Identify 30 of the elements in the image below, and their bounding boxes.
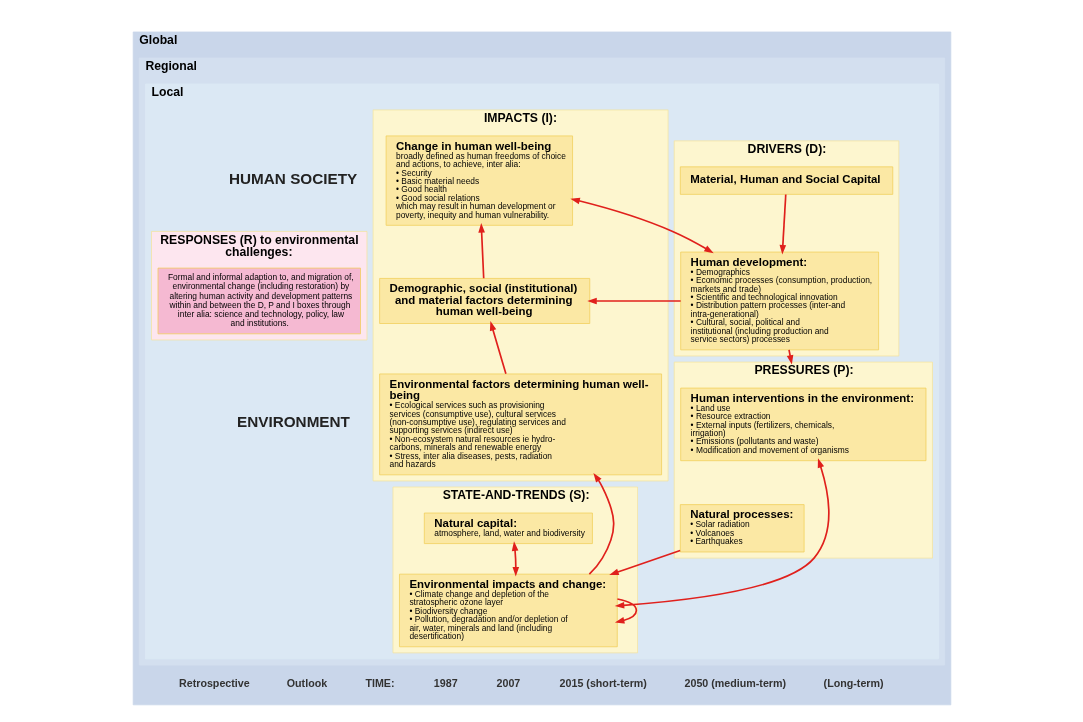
node-box: Natural capital: atmosphere, land, water and biodiversity	[423, 512, 593, 544]
arrow	[569, 197, 714, 254]
node-box: Natural processes: • Solar radiation • Volcanoes • Earthquakes	[679, 504, 804, 553]
arrow	[588, 472, 614, 575]
label: 2050 (medium-term)	[684, 677, 786, 690]
node-box: Human development: • Demographics • Economic processes (consumption, production, markets and trade) • Scientific and technological innovation • Distribution pattern processes (inter-and intra-generational) • Cultural, social, political and institutional (including production and service sectors) processes	[679, 251, 879, 351]
arrow	[786, 349, 793, 365]
node-box: Environmental impacts and change: • Climate change and depletion of the stratospheric ozone layer • Biodiversity change • Pollution, degradation and/or depletion of air, water, minerals and land (including desertification)	[398, 573, 618, 648]
arrow	[586, 297, 681, 305]
label: 1987	[433, 677, 458, 690]
arrow	[779, 193, 787, 255]
label: 2015 (short-term)	[559, 677, 647, 690]
label: ENVIRONMENT	[236, 413, 350, 431]
node-box: Environmental factors determining human well-being • Ecological services such as provisioning services (consumptive use), cultural services (non-consumptive use), regulating services and supporting services (indirect use) • Non-ecosystem natural resources ie hydro-carbons, minerals and renewable energy • Stress, inter alia diseases, pests, radiation and hazards	[378, 373, 662, 476]
label: (Long-term)	[823, 677, 884, 690]
label: TIME:	[364, 677, 395, 690]
arrow	[489, 321, 507, 375]
node-box: Material, Human and Social Capital	[679, 166, 893, 195]
label: HUMAN SOCIETY	[228, 169, 357, 187]
label: Outlook	[286, 677, 327, 690]
node-box: Human interventions in the environment: • Land use • Resource extraction • External inputs (fertilizers, chemicals, irrigation) • Emissions (pollutants and waste) • Modification and movement of organisms	[679, 387, 926, 462]
label: 2007	[496, 677, 520, 690]
arrow	[614, 458, 829, 609]
node-box: Demographic, social (institutional) and material factors determining human well-being	[378, 278, 590, 324]
node-box: Change in human well-being broadly defined as human freedoms of choice and actions, to achieve, inter alia: • Security • Basic material needs • Good health • Good social relations which may result in human development or poverty, inequity and human vulnerability.	[385, 135, 573, 226]
node-box: Formal and informal adaption to, and migration of, environmental change (including restoration) by altering human activity and development patterns within and between the D, P and I boxes through inter alia: science and technology, policy, law and institutions.	[157, 267, 361, 335]
arrow	[477, 223, 485, 280]
arrow	[614, 598, 637, 624]
arrow	[608, 549, 681, 575]
label: Retrospective	[178, 677, 250, 690]
